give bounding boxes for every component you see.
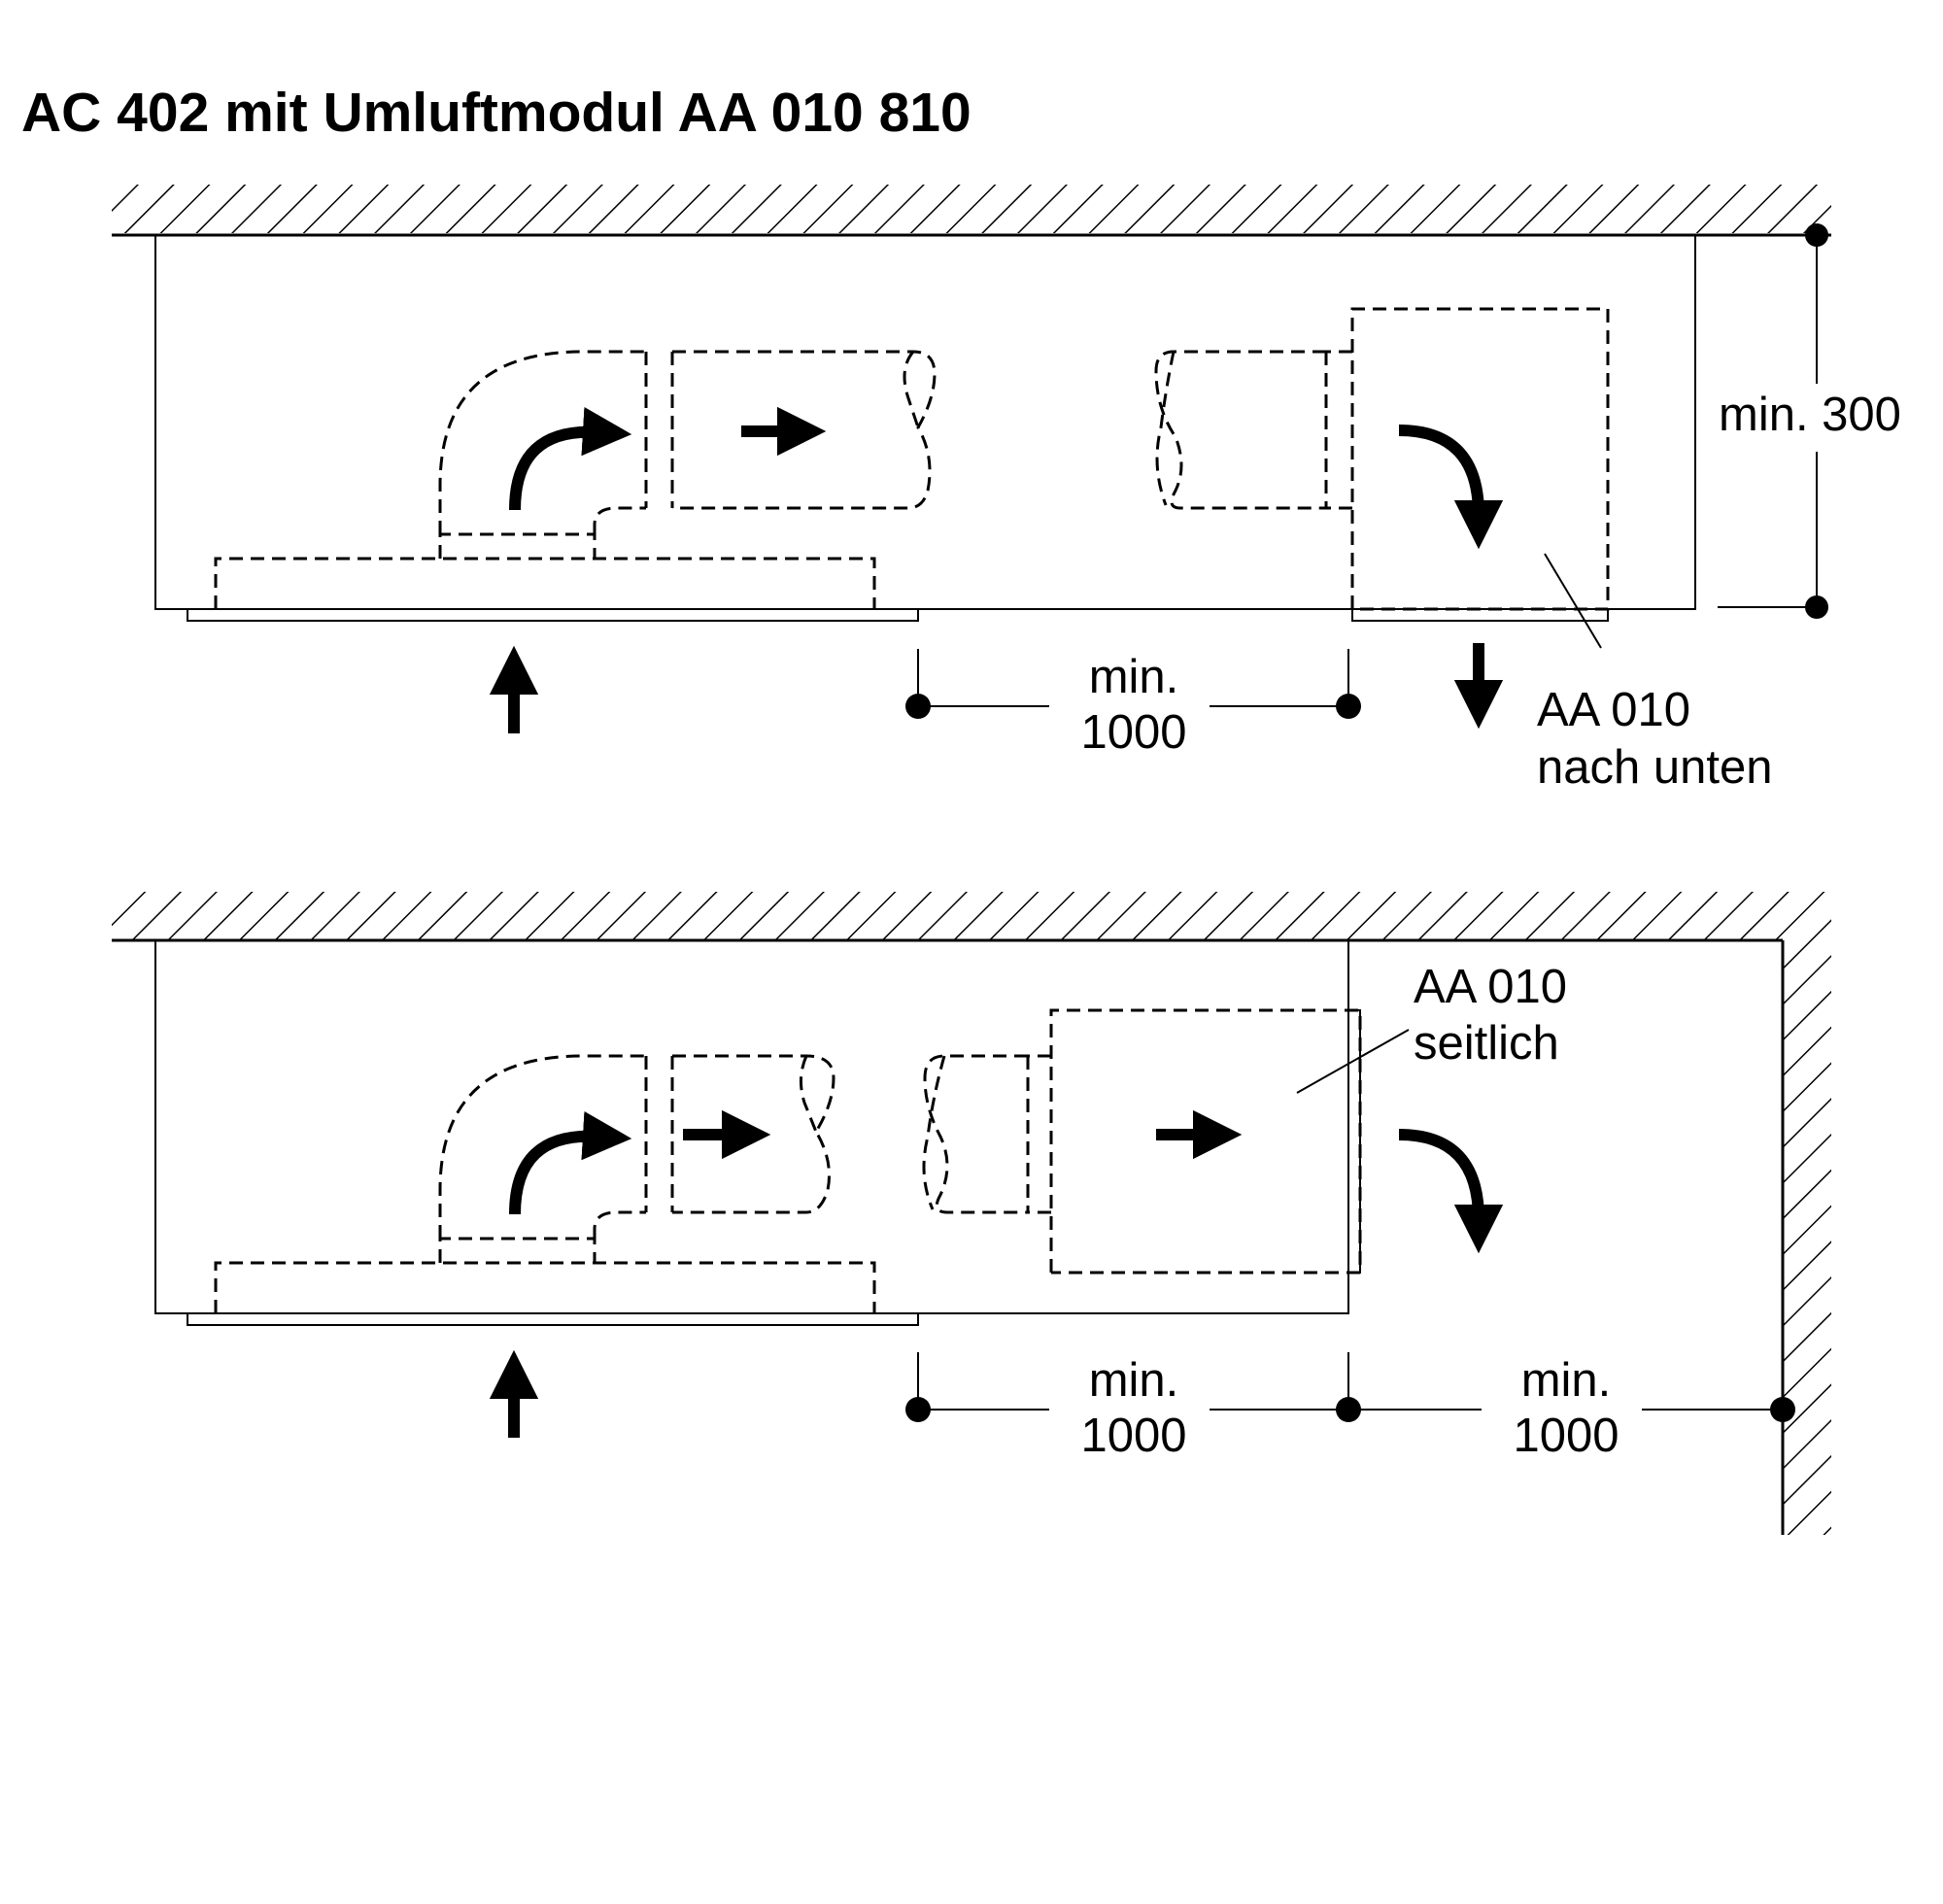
connector-box [438, 1237, 597, 1263]
top-diagram: min. 300 min. 1000 AA 010 nach unten [112, 185, 1901, 794]
elbow-duct [438, 350, 646, 534]
ceiling-hatch [112, 185, 1831, 233]
bottom-diagram: min. 1000 min. 1000 AA 010 seitlich [112, 892, 1831, 1535]
ceiling-hatch [112, 892, 1831, 940]
height-dim-dot-bottom [1805, 595, 1828, 619]
height-label: min. 300 [1719, 389, 1901, 441]
duct-straight-right [1154, 350, 1326, 510]
module-label-line1: AA 010 [1537, 684, 1690, 736]
wall-gap-label-line1: min. [1521, 1354, 1612, 1407]
duct-straight-left [672, 1054, 835, 1214]
duct-flange [644, 352, 674, 508]
gap-label-line1: min. [1089, 651, 1179, 703]
cabinet-outline [154, 235, 1696, 610]
module-leader-line [1296, 1029, 1410, 1094]
gap-dim-dot-left [905, 694, 931, 719]
module-label-line2: seitlich [1414, 1017, 1559, 1070]
cooktop-plate [187, 1313, 919, 1326]
gap-label-line1: min. [1089, 1354, 1179, 1407]
duct-straight-right [923, 1054, 1028, 1214]
duct-break-right [922, 1055, 946, 1210]
connector-box [438, 532, 597, 559]
gap-dim-dot-mid [1336, 1397, 1361, 1422]
height-dim-dot-top [1805, 223, 1828, 247]
duct-straight-left [672, 350, 937, 510]
duct-break-left [903, 351, 920, 428]
wall-gap-label-line2: 1000 [1513, 1410, 1619, 1462]
module-label-line2: nach unten [1537, 741, 1773, 794]
cabinet-outline [154, 940, 1349, 1314]
side-wall-hatch [1783, 940, 1831, 1535]
module-side-plate [1348, 1009, 1361, 1274]
module-base-plate [1351, 609, 1609, 622]
down-curved-airflow-arrow [1398, 1129, 1504, 1254]
aa010-module-side [1028, 1008, 1362, 1275]
gap-dim-dot-right [1770, 1397, 1795, 1422]
duct-break-left [800, 1055, 818, 1133]
gap-dim-dot-right [1336, 694, 1361, 719]
curved-airflow-arrow [509, 406, 632, 511]
downdraft-unit [214, 557, 876, 609]
cooktop-plate [187, 609, 919, 622]
module-label-line1: AA 010 [1414, 961, 1567, 1013]
elbow-duct-inner [593, 1210, 646, 1239]
page-title: AC 402 mit Umluftmodul AA 010 810 [21, 82, 972, 144]
curved-airflow-arrow [509, 1110, 632, 1215]
downdraft-unit [214, 1261, 876, 1313]
duct-break-right [1155, 351, 1176, 506]
elbow-duct-inner [593, 506, 646, 534]
down-curved-airflow-arrow [1398, 425, 1504, 550]
aa010-module-down [1326, 307, 1610, 611]
gap-label-line2: 1000 [1080, 1410, 1186, 1462]
module-leader-line [1544, 553, 1602, 649]
gap-label-line2: 1000 [1080, 706, 1186, 759]
gap-dim-dot-left [905, 1397, 931, 1422]
elbow-duct [438, 1054, 646, 1239]
duct-flange [644, 1056, 674, 1212]
